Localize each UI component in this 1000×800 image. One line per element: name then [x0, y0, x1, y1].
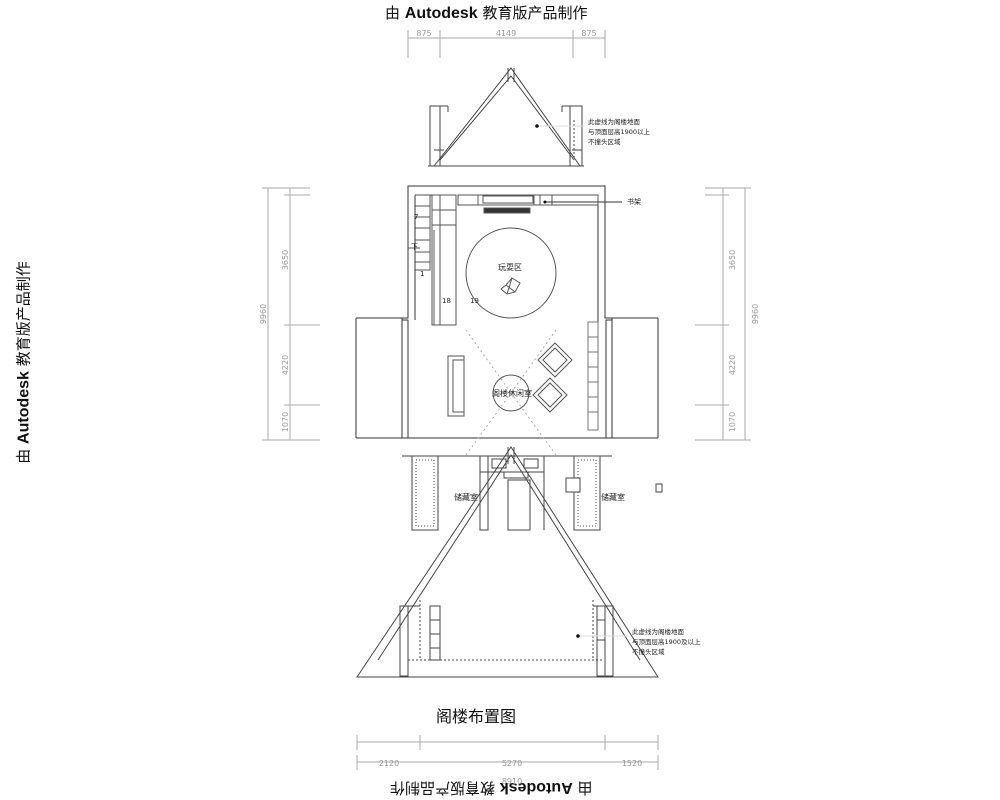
bottom-roof-section: [356, 446, 659, 678]
bookshelf-unit: [457, 194, 599, 214]
dim-right-total: 9960: [751, 304, 760, 324]
dim-bottom-1: 2120: [379, 759, 399, 768]
stair-step-18: 18: [442, 297, 451, 305]
stair-down-label: 下: [411, 243, 418, 251]
wardrobe-column: [587, 321, 599, 431]
top-dimension-line: [407, 30, 606, 58]
dim-right-1: 3650: [728, 250, 737, 270]
bottom-note-line-1: 此虚线为阁楼地面: [632, 627, 685, 636]
bookshelf-dot: [543, 200, 547, 204]
dim-top-2: 4149: [496, 29, 516, 38]
dim-bottom-total: 8910: [502, 777, 522, 786]
drawing-title: 阁楼布置图: [436, 707, 516, 726]
dim-top-1: 875: [416, 29, 431, 38]
top-note-line-2: 与顶面层高1900以上: [588, 127, 651, 136]
left-dimension-line: [262, 187, 320, 441]
top-note-line-1: 此虚线为阁楼地面: [588, 117, 641, 126]
staircase: [408, 194, 457, 326]
bottom-dimension-line: [356, 735, 659, 770]
dim-right-2: 4220: [728, 355, 737, 375]
stair-step-7: 7: [414, 213, 418, 221]
lounge-furniture: [447, 329, 573, 456]
dim-left-2: 4220: [281, 355, 290, 375]
room-label-loft-lounge: 阁楼休闲室: [492, 388, 532, 398]
dim-top-3: 875: [581, 29, 596, 38]
room-label-storage-left: 储藏室: [454, 492, 478, 502]
callout-bookshelf: 书架: [627, 197, 641, 206]
dim-left-3: 1070: [281, 412, 290, 432]
top-note-line-3: 不撞头区域: [588, 137, 621, 146]
right-dimension-line: [695, 187, 751, 441]
dim-bottom-3: 1520: [622, 759, 642, 768]
bench-detail: [482, 195, 534, 204]
dim-bottom-2: 5270: [502, 759, 522, 768]
dim-left-total: 9960: [259, 304, 268, 324]
room-label-storage-right: 储藏室: [601, 492, 625, 502]
play-area-rug: [465, 227, 557, 319]
top-roof-section: [428, 67, 584, 167]
bottom-note-line-3: 不撞头区域: [632, 647, 665, 656]
room-label-play-area: 玩耍区: [498, 263, 522, 272]
dim-right-3: 1070: [728, 412, 737, 432]
bottom-note-line-2: 与顶面层高1900及以上: [632, 637, 701, 646]
stair-step-19: 19: [470, 297, 479, 305]
top-note-dot: [535, 124, 539, 128]
watermark-top: 由 Autodesk 教育版产品制作: [385, 4, 588, 22]
storage-detail-fix: [411, 455, 601, 531]
bottom-note-dot: [576, 634, 580, 638]
floor-plan-walls: [355, 185, 659, 439]
stair-step-1: 1: [420, 270, 424, 278]
dim-left-1: 3650: [281, 250, 290, 270]
